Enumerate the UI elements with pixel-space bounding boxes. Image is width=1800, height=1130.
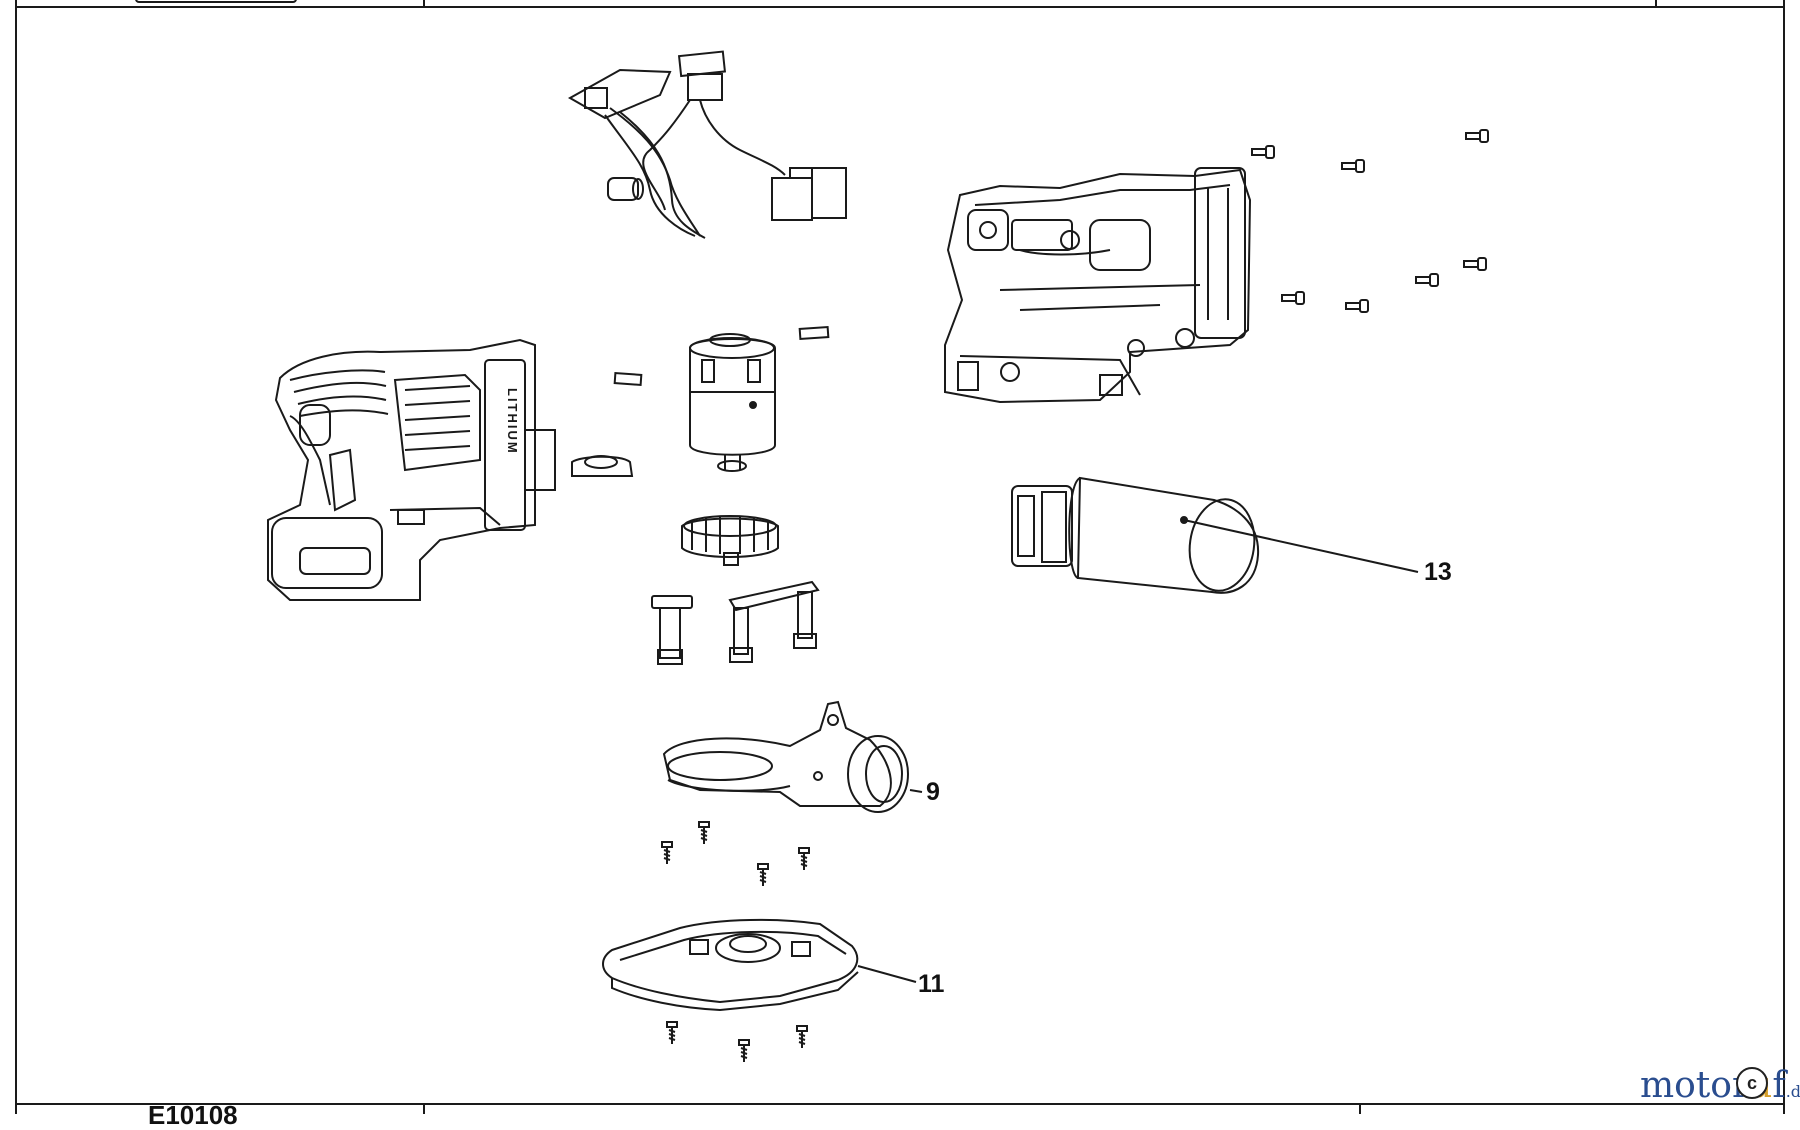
- battery-pack: [1011, 476, 1419, 594]
- drawing-code: E10108: [148, 1100, 238, 1130]
- baffle-screws: [661, 821, 810, 886]
- watermark-brand-end: f: [1772, 1065, 1786, 1106]
- watermark-domain: .de: [1785, 1082, 1800, 1101]
- sheet-frame: [15, 0, 1785, 1114]
- fan-baffle: [662, 700, 923, 813]
- housing-half-right: [944, 167, 1252, 404]
- watermark-brand: motor: [1640, 1065, 1750, 1106]
- switch-wiring-harness: [567, 50, 847, 239]
- callout-base-plate: 11: [918, 970, 945, 998]
- housing-half-left: [267, 338, 556, 601]
- copyright-badge: c: [1736, 1067, 1768, 1099]
- motor-assembly: [571, 325, 830, 566]
- base-plate: [602, 918, 917, 1012]
- callout-battery-pack: 13: [1424, 558, 1452, 586]
- base-screws: [666, 1021, 808, 1062]
- housing-screws: [1251, 129, 1489, 313]
- brush-holders: [651, 580, 820, 665]
- housing-lithium-label: LITHIUM: [505, 388, 520, 455]
- watermark-logo: motoruf.de: [1640, 1068, 1800, 1104]
- callout-fan-baffle: 9: [926, 778, 940, 806]
